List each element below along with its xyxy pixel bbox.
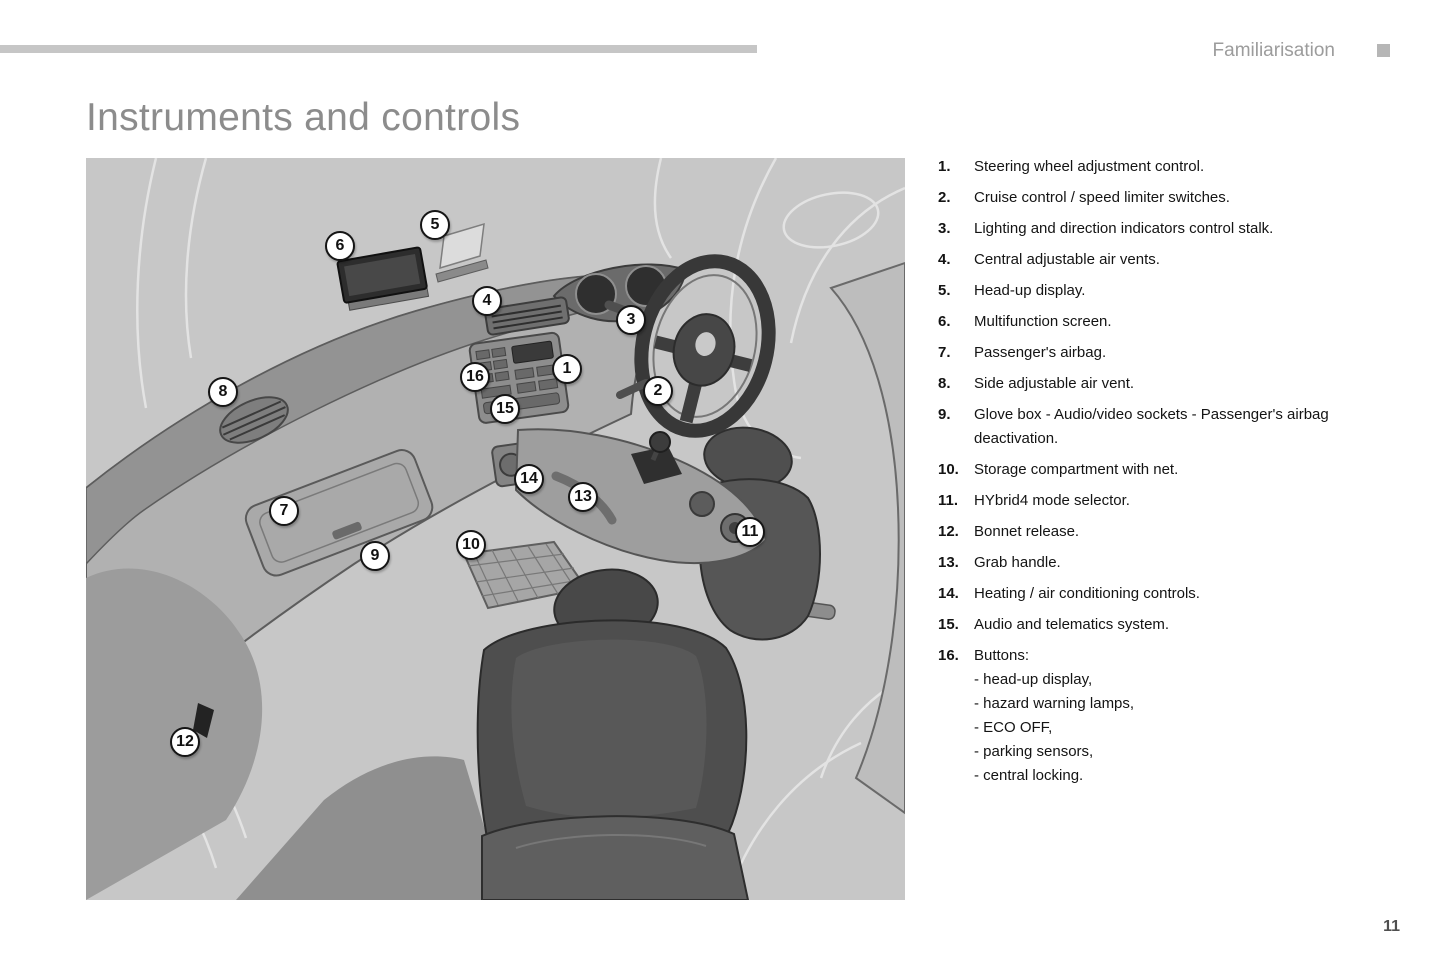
callout-9: 9 — [360, 541, 390, 571]
legend-item-number: 4. — [938, 251, 951, 268]
legend-item-number: 10. — [938, 461, 959, 478]
callout-15: 15 — [490, 394, 520, 424]
legend-item-text: Cruise control / speed limiter switches. — [974, 189, 1230, 206]
legend-item-text: Steering wheel adjustment control. — [974, 158, 1205, 175]
callout-5: 5 — [420, 210, 450, 240]
legend-item-text: Head-up display. — [974, 282, 1086, 299]
callout-14: 14 — [514, 464, 544, 494]
legend-item-text: Passenger's airbag. — [974, 344, 1107, 361]
legend-item-text: Glove box - Audio/video sockets - Passen… — [974, 406, 1329, 447]
callout-13: 13 — [568, 482, 598, 512]
legend-item-text: Bonnet release. — [974, 523, 1080, 540]
legend-item-text: Lighting and direction indicators contro… — [974, 220, 1274, 237]
legend-item-13: 13. Grab handle. — [938, 551, 1338, 575]
legend-item-4: 4. Central adjustable air vents. — [938, 248, 1338, 272]
header-rule — [0, 45, 757, 53]
legend-item-8: 8. Side adjustable air vent. — [938, 372, 1338, 396]
callout-4: 4 — [472, 286, 502, 316]
legend-item-number: 9. — [938, 406, 951, 423]
legend-item-number: 16. — [938, 647, 959, 664]
legend-item-text: Buttons: - head-up display, - hazard war… — [974, 647, 1135, 784]
callout-16: 16 — [460, 362, 490, 392]
legend-item-number: 13. — [938, 554, 959, 571]
page-title: Instruments and controls — [86, 96, 521, 139]
callout-2: 2 — [643, 376, 673, 406]
legend-item-number: 11. — [938, 492, 959, 509]
legend-item-1: 1. Steering wheel adjustment control. — [938, 155, 1338, 179]
page-number: 11 — [1383, 918, 1400, 935]
legend-item-number: 1. — [938, 158, 951, 175]
legend-item-text: HYbrid4 mode selector. — [974, 492, 1130, 509]
legend-item-7: 7. Passenger's airbag. — [938, 341, 1338, 365]
legend-item-number: 15. — [938, 616, 959, 633]
legend-item-text: Heating / air conditioning controls. — [974, 585, 1200, 602]
legend-item-number: 5. — [938, 282, 951, 299]
callout-11: 11 — [735, 517, 765, 547]
callout-3: 3 — [616, 305, 646, 335]
legend-item-5: 5. Head-up display. — [938, 279, 1338, 303]
legend-item-text: Grab handle. — [974, 554, 1061, 571]
legend-item-2: 2. Cruise control / speed limiter switche… — [938, 186, 1338, 210]
callout-1: 1 — [552, 354, 582, 384]
section-marker-icon — [1377, 44, 1390, 57]
legend-item-6: 6. Multifunction screen. — [938, 310, 1338, 334]
callout-7: 7 — [269, 496, 299, 526]
legend-item-10: 10. Storage compartment with net. — [938, 458, 1338, 482]
legend-item-text: Audio and telematics system. — [974, 616, 1170, 633]
callout-10: 10 — [456, 530, 486, 560]
legend-item-11: 11. HYbrid4 mode selector. — [938, 489, 1338, 513]
legend-item-15: 15. Audio and telematics system. — [938, 613, 1338, 637]
callout-6: 6 — [325, 231, 355, 261]
legend-item-text: Multifunction screen. — [974, 313, 1112, 330]
callout-8: 8 — [208, 377, 238, 407]
legend-item-3: 3. Lighting and direction indicators cont… — [938, 217, 1338, 241]
legend-item-14: 14. Heating / air conditioning controls. — [938, 582, 1338, 606]
legend-item-16: 16. Buttons: - head-up display, - hazard … — [938, 644, 1338, 788]
legend-item-9: 9. Glove box - Audio/video sockets - Pass… — [938, 403, 1338, 451]
legend-item-text: Central adjustable air vents. — [974, 251, 1160, 268]
section-label: Familiarisation — [1212, 40, 1335, 61]
legend-item-number: 3. — [938, 220, 951, 237]
legend-item-number: 6. — [938, 313, 951, 330]
callout-12: 12 — [170, 727, 200, 757]
legend-item-number: 12. — [938, 523, 959, 540]
legend-item-number: 2. — [938, 189, 951, 206]
legend-item-number: 7. — [938, 344, 951, 361]
legend-item-text: Storage compartment with net. — [974, 461, 1179, 478]
legend-item-text: Side adjustable air vent. — [974, 375, 1135, 392]
legend-list: 1. Steering wheel adjustment control. 2. Cr… — [938, 155, 1338, 795]
legend-item-number: 14. — [938, 585, 959, 602]
legend-item-12: 12. Bonnet release. — [938, 520, 1338, 544]
legend-item-number: 8. — [938, 375, 951, 392]
